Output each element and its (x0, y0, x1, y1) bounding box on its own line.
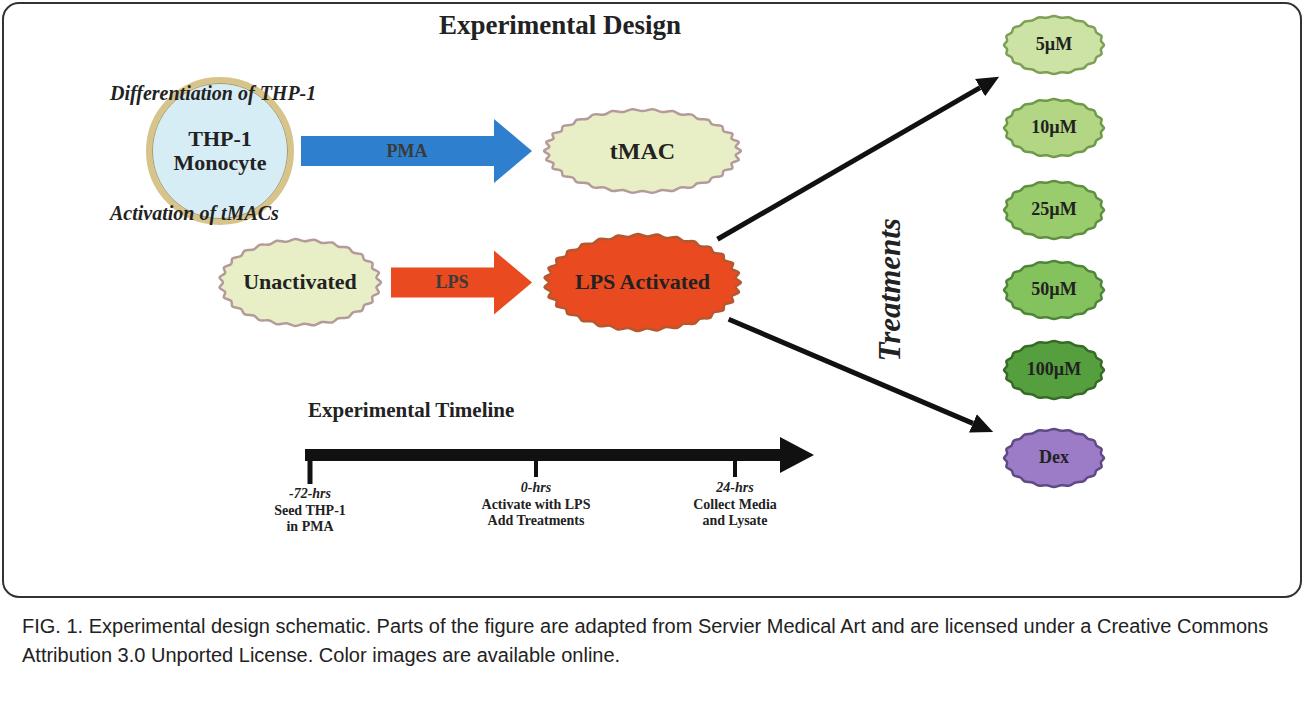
treatment-cell: 50µM (1000, 257, 1108, 323)
treatment-cell: 5µM (1000, 12, 1108, 78)
cell-label: LPS Activated (575, 270, 710, 294)
treatments-heading: Treatments (872, 190, 908, 390)
treatment-cell: 25µM (1000, 177, 1108, 243)
cell-label: 5µM (1036, 35, 1072, 55)
treatment-cell: 10µM (1000, 95, 1108, 161)
timeline-step: Activate with LPS Add Treatments (471, 497, 601, 529)
cell-membrane (1004, 341, 1104, 399)
timeline-tick (534, 449, 538, 477)
cell-label: 100µM (1027, 360, 1081, 380)
lps-arrow (391, 268, 494, 298)
cell-label: Unactivated (243, 270, 357, 294)
cell-membrane (1004, 99, 1104, 157)
cell-membrane (1004, 181, 1104, 239)
cell-label: 50µM (1031, 280, 1076, 300)
macrophage-cell: tMAC (540, 105, 745, 197)
cell-label: tMAC (610, 138, 675, 164)
treatment-cell: Dex (1000, 425, 1108, 491)
unactivated-cell: Unactivated (215, 235, 385, 330)
section-heading: Differentiation of THP-1 (110, 82, 370, 105)
cell-membrane (545, 234, 741, 331)
cell-membrane (1004, 261, 1104, 319)
cell-label: THP-1 Monocyte (165, 127, 275, 175)
activated-cell: LPS Activated (540, 230, 745, 335)
cell-membrane (1004, 16, 1104, 74)
pma-arrow (301, 136, 494, 166)
figure-frame (3, 3, 1301, 597)
timeline-tick (733, 449, 737, 477)
arrow-label: LPS (433, 272, 470, 293)
timeline-step: Seed THP-1 in PMA (270, 503, 350, 535)
cell-membrane (544, 109, 741, 193)
treatment-arrow (717, 88, 980, 240)
treatment-arrow (729, 319, 973, 423)
cell-label: 10µM (1031, 118, 1076, 138)
timeline-heading: Experimental Timeline (308, 398, 568, 422)
section-heading: Activation of tMACs (110, 202, 370, 225)
cell-membrane (1004, 429, 1104, 487)
cell-membrane (220, 239, 381, 326)
timeline-step: Collect Media and Lysate (683, 497, 787, 529)
arrow-label: PMA (385, 141, 430, 162)
time-point: 24-hrs (685, 480, 785, 496)
time-point: -72-hrs (270, 486, 350, 502)
time-point: 0-hrs (486, 480, 586, 496)
cell-label: 25µM (1031, 200, 1076, 220)
timeline-tick (308, 449, 313, 484)
cell-label: Dex (1039, 448, 1069, 468)
treatment-cell: 100µM (1000, 337, 1108, 403)
timeline-arrow (305, 449, 780, 461)
figure-title: Experimental Design (360, 10, 760, 41)
figure-caption: FIG. 1. Experimental design schematic. P… (22, 612, 1287, 670)
